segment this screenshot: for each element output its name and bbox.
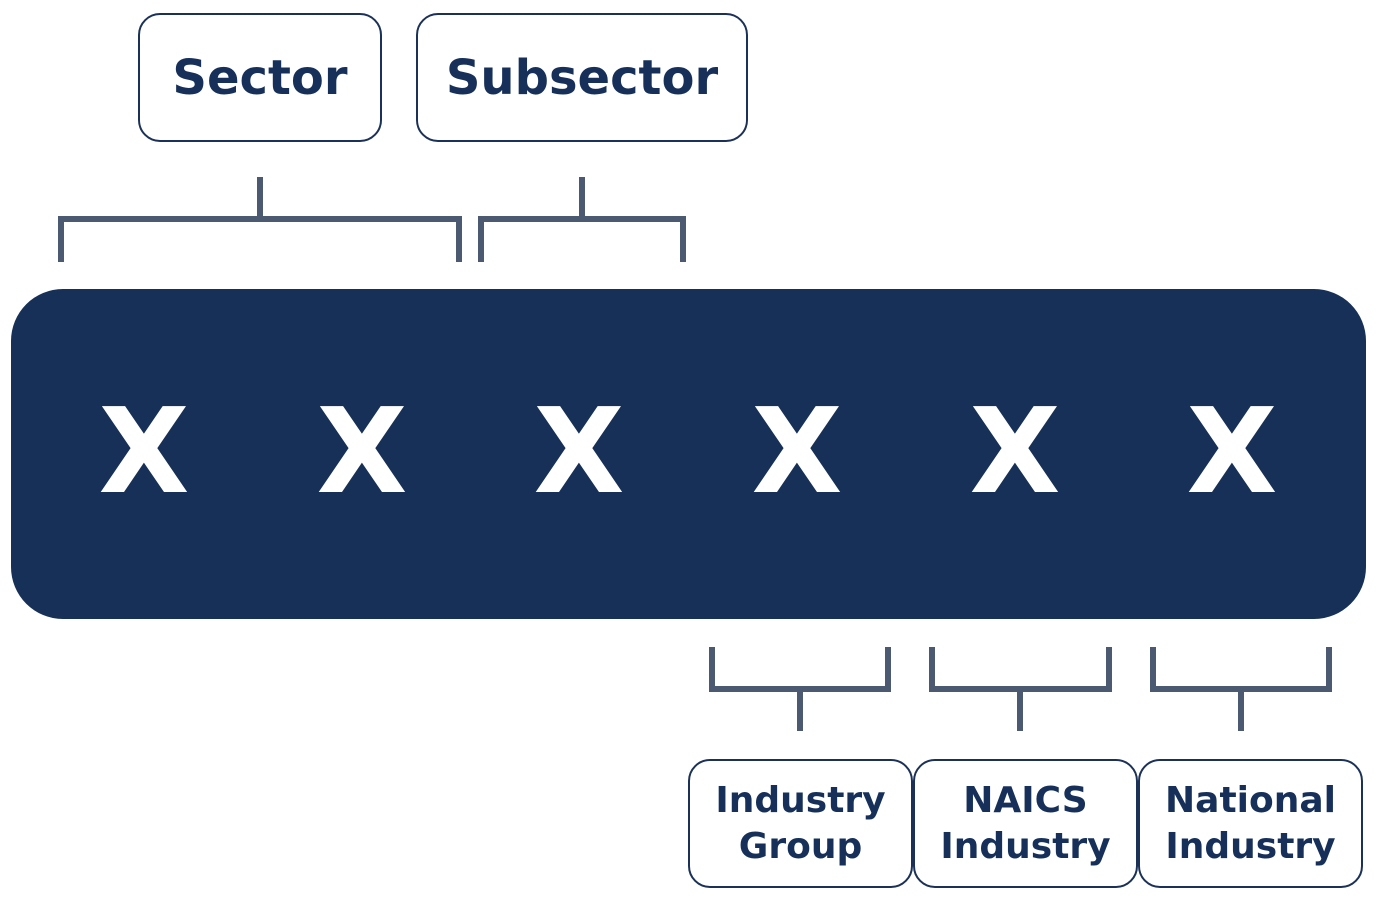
sector-label-text: Sector (172, 49, 348, 106)
national-industry-line-1: National (1165, 779, 1336, 821)
code-digit-1: X (35, 289, 253, 619)
code-digit-1-text: X (98, 382, 190, 520)
code-digit-5-text: X (969, 382, 1061, 520)
naics-industry-line-1: NAICS (963, 779, 1088, 821)
industry-group-line-1: Industry (715, 779, 886, 821)
code-digit-6-text: X (1186, 382, 1278, 520)
code-digit-5: X (906, 289, 1124, 619)
national-industry-label: National Industry (1138, 759, 1363, 888)
industry-group-label: Industry Group (688, 759, 913, 888)
code-digit-2: X (253, 289, 471, 619)
national-industry-line-2: Industry (1165, 825, 1336, 867)
naics-industry-line-2: Industry (940, 825, 1111, 867)
naics-code-bar: X X X X X X (11, 289, 1366, 619)
code-digit-4-text: X (751, 382, 843, 520)
code-digit-2-text: X (316, 382, 408, 520)
naics-industry-bracket (929, 647, 1112, 731)
subsector-label-text: Subsector (445, 49, 719, 106)
code-digit-4: X (688, 289, 906, 619)
subsector-bracket (478, 177, 686, 262)
industry-group-bracket (709, 647, 891, 731)
sector-bracket (58, 177, 462, 262)
code-digit-6: X (1123, 289, 1341, 619)
subsector-label: Subsector (416, 13, 748, 142)
national-industry-bracket (1150, 647, 1332, 731)
sector-label: Sector (138, 13, 382, 142)
code-digit-3: X (470, 289, 688, 619)
code-digit-3-text: X (533, 382, 625, 520)
naics-industry-label: NAICS Industry (913, 759, 1138, 888)
industry-group-line-2: Group (738, 825, 863, 867)
